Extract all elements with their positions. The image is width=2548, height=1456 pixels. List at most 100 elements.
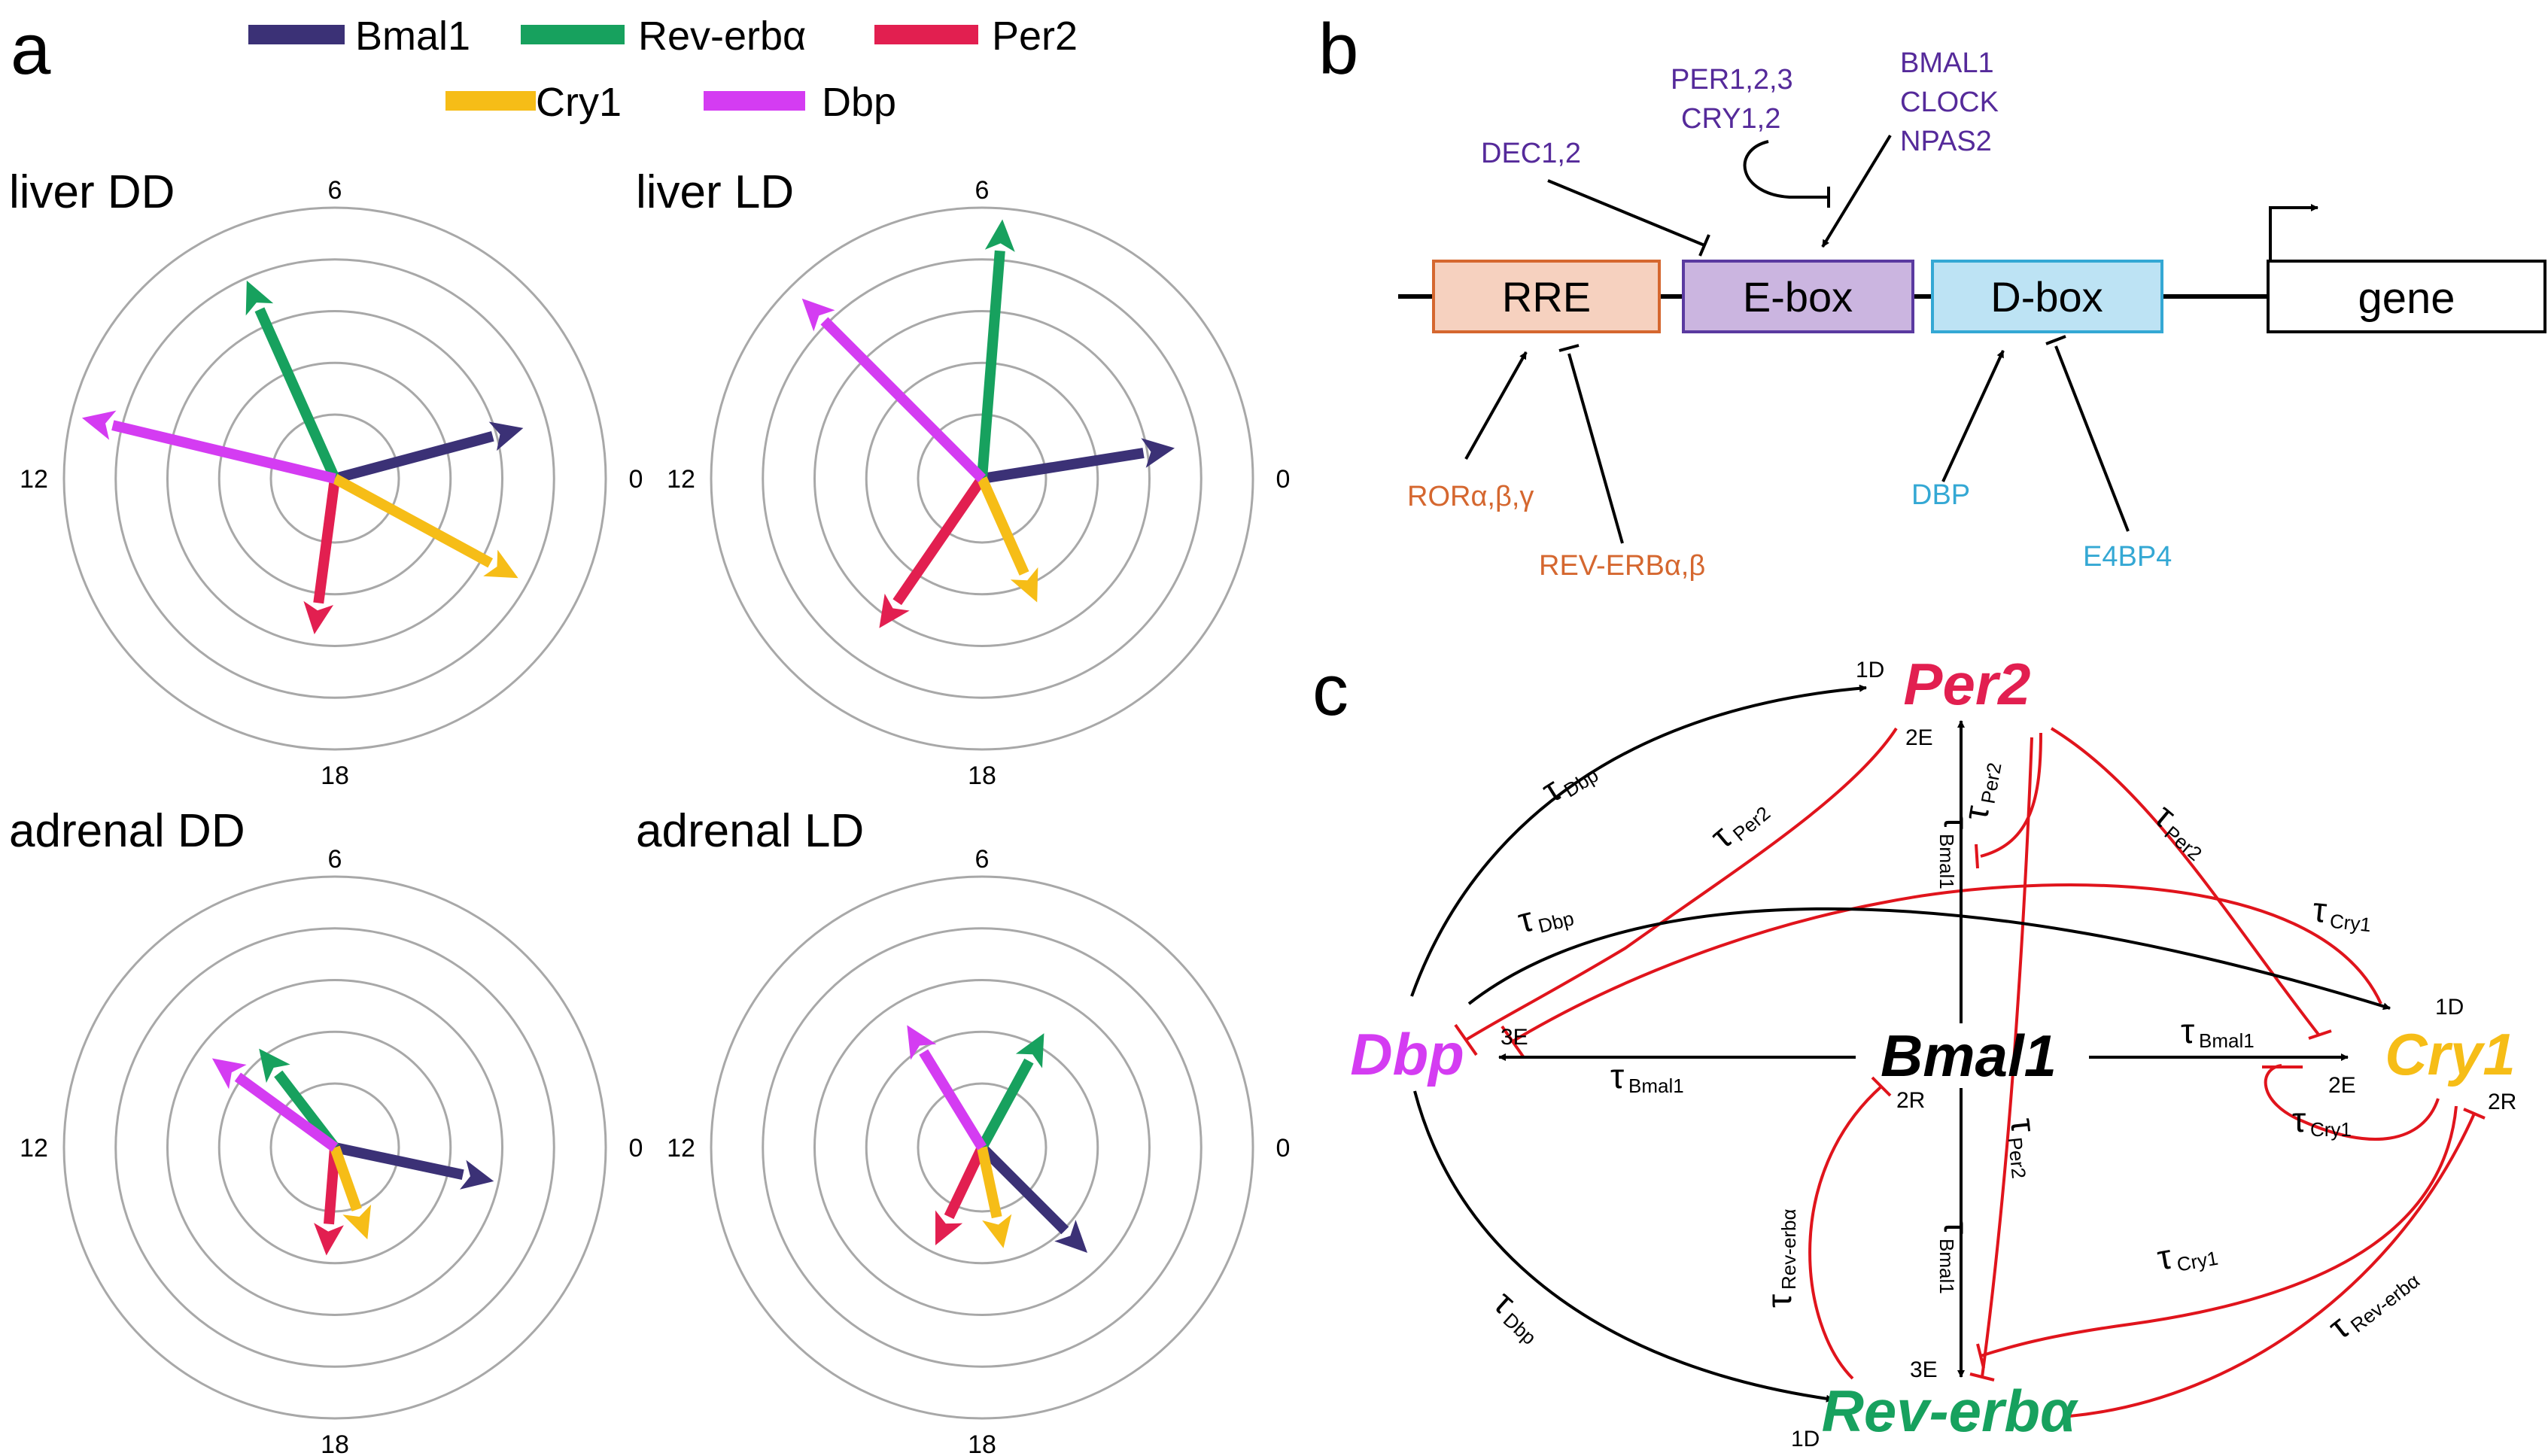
tau-per2-to-cry1: τ Per2	[2148, 796, 2206, 865]
tau-symbol: τ	[2181, 1011, 2194, 1050]
tau-symbol: τ	[1703, 817, 1738, 856]
e4bp4-inhibit-bar	[2045, 335, 2066, 345]
plot-title: adrenal DD	[9, 805, 245, 857]
phase-vector-dbp	[81, 410, 336, 484]
bar-per2-to-cry1	[2308, 1029, 2332, 1040]
edge-dbp-to-cry1	[1467, 907, 2391, 1011]
panel-b: b RRE E-box D-box gene DEC1,2 PER1,2,3 C…	[1318, 9, 2546, 582]
plot-title: liver DD	[9, 166, 175, 218]
legend-label-bmal1: Bmal1	[355, 14, 470, 59]
phase-vector-head	[1015, 1033, 1044, 1068]
phase-vector-head	[81, 410, 117, 440]
tau-dbp-to-per2: τ Dbp	[1535, 764, 1602, 810]
polar-tick-label-left: 12	[20, 465, 48, 494]
dec-inhibit-bar	[1698, 234, 1710, 257]
tau-subscript: Dbp	[1536, 907, 1577, 938]
plot-title: liver LD	[636, 166, 794, 218]
phase-vector-shaft	[978, 1144, 1069, 1235]
ror-activate-arrow	[1464, 351, 1528, 460]
polar-tick-label-bottom: 18	[321, 1430, 349, 1456]
tau-subscript: Cry1	[2329, 910, 2373, 937]
polar-tick-label-left: 12	[667, 1134, 695, 1163]
tau-symbol: τ	[1610, 1056, 1624, 1096]
legend-item-per2: Per2	[874, 14, 1078, 59]
label-per-line1: PER1,2,3	[1671, 64, 1793, 96]
tau-subscript: Cry1	[2310, 1118, 2352, 1141]
phase-vector-shaft	[111, 420, 336, 484]
bmal-activate-arrow	[1821, 134, 1892, 248]
phase-vector-head	[982, 1214, 1012, 1248]
edge-dbp-to-per2	[1410, 684, 1867, 997]
phase-vector-shaft	[333, 431, 494, 484]
port-per2-2e: 2E	[1905, 725, 1933, 750]
polar-grid-ring	[710, 875, 1254, 1420]
polar-tick-label-bottom: 18	[968, 761, 996, 790]
tau-cry1-to-reverb: τ Cry1	[2154, 1236, 2220, 1277]
polar-grid-ring	[166, 979, 503, 1316]
phase-vector-head	[1054, 1220, 1088, 1254]
phase-vector-head	[1141, 438, 1175, 468]
tau-reverb-to-cry1: τ Rev-erbα	[2321, 1269, 2424, 1347]
polar-tick-label-top: 6	[328, 176, 342, 205]
tau-subscript: Bmal1	[1935, 834, 1958, 889]
polar-grid-ring	[62, 206, 607, 751]
polar-grid-ring	[114, 258, 555, 699]
phase-vector-shaft	[981, 448, 1145, 484]
reverb-inhibit-line	[1567, 353, 1624, 544]
polar-tick-label-right: 0	[1276, 465, 1291, 494]
panel-letter-c: c	[1312, 650, 1348, 731]
legend-item-rev-erba: Rev-erbα	[521, 14, 806, 59]
phase-vector-shaft	[820, 317, 986, 482]
port-cry1-1d: 1D	[2435, 995, 2464, 1020]
polar-grid-ring	[217, 1030, 452, 1265]
phase-vector-rev-erb-	[245, 280, 340, 481]
tau-symbol: τ	[2003, 1117, 2044, 1135]
per-cry-inhibit-line	[1743, 140, 1829, 199]
plot-title: adrenal LD	[636, 805, 864, 857]
phase-vector-head	[801, 298, 835, 332]
bar-reverb-to-cry1	[2463, 1108, 2486, 1120]
polar-tick-label-top: 6	[328, 845, 342, 874]
legend-item-cry1: Cry1	[445, 80, 622, 125]
phase-vector-bmal1	[981, 438, 1175, 484]
legend-label-dbp: Dbp	[822, 80, 896, 125]
label-dbp: DBP	[1911, 479, 1970, 511]
rre-element: RRE	[1432, 260, 1661, 333]
ebox-label: E-box	[1743, 273, 1853, 321]
phase-vector-shaft	[332, 473, 494, 568]
panel-letter-b: b	[1318, 9, 1358, 90]
polar-tick-label-bottom: 18	[968, 1430, 996, 1456]
port-bmal1-2r: 2R	[1896, 1088, 1925, 1113]
tau-symbol: τ	[1514, 899, 1537, 941]
ebox-box	[1682, 260, 1914, 333]
rre-box	[1432, 260, 1661, 333]
phase-vector-head	[488, 421, 524, 451]
phase-vector-shaft	[333, 1142, 464, 1181]
phase-vector-rev-erb-	[977, 1033, 1044, 1151]
label-e4bp4: E4BP4	[2083, 541, 2172, 573]
legend-label-cry1: Cry1	[536, 80, 622, 125]
phase-vector-shaft	[919, 1049, 987, 1151]
phase-vector-cry1	[977, 476, 1038, 603]
polar-grid-ring	[217, 361, 452, 596]
tau-per2-to-reverb: τ Per2	[2003, 1117, 2044, 1180]
tau-cry1-self: τ Cry1	[2292, 1100, 2352, 1141]
tau-subscript: Per2	[2160, 822, 2206, 865]
phase-vector-shaft	[977, 1146, 1002, 1219]
label-dec: DEC1,2	[1481, 138, 1581, 169]
phase-vector-cry1	[332, 473, 518, 579]
polar-grid-ring	[865, 1030, 1099, 1265]
phase-vector-shaft	[330, 1145, 362, 1211]
polar-grid-ring	[813, 310, 1151, 647]
tau-dbp-to-reverb: τ Dbp	[1486, 1283, 1540, 1349]
tau-subscript: Bmal1	[1628, 1075, 1684, 1097]
phase-vector-head	[303, 600, 334, 635]
tau-symbol: τ	[2321, 1308, 2355, 1347]
dbp-activate-arrow	[1941, 350, 2005, 482]
edge-cry1-self	[2264, 1064, 2440, 1141]
label-ror: RORα,β,γ	[1407, 481, 1534, 512]
label-bmal-line2: CLOCK	[1900, 87, 1999, 118]
